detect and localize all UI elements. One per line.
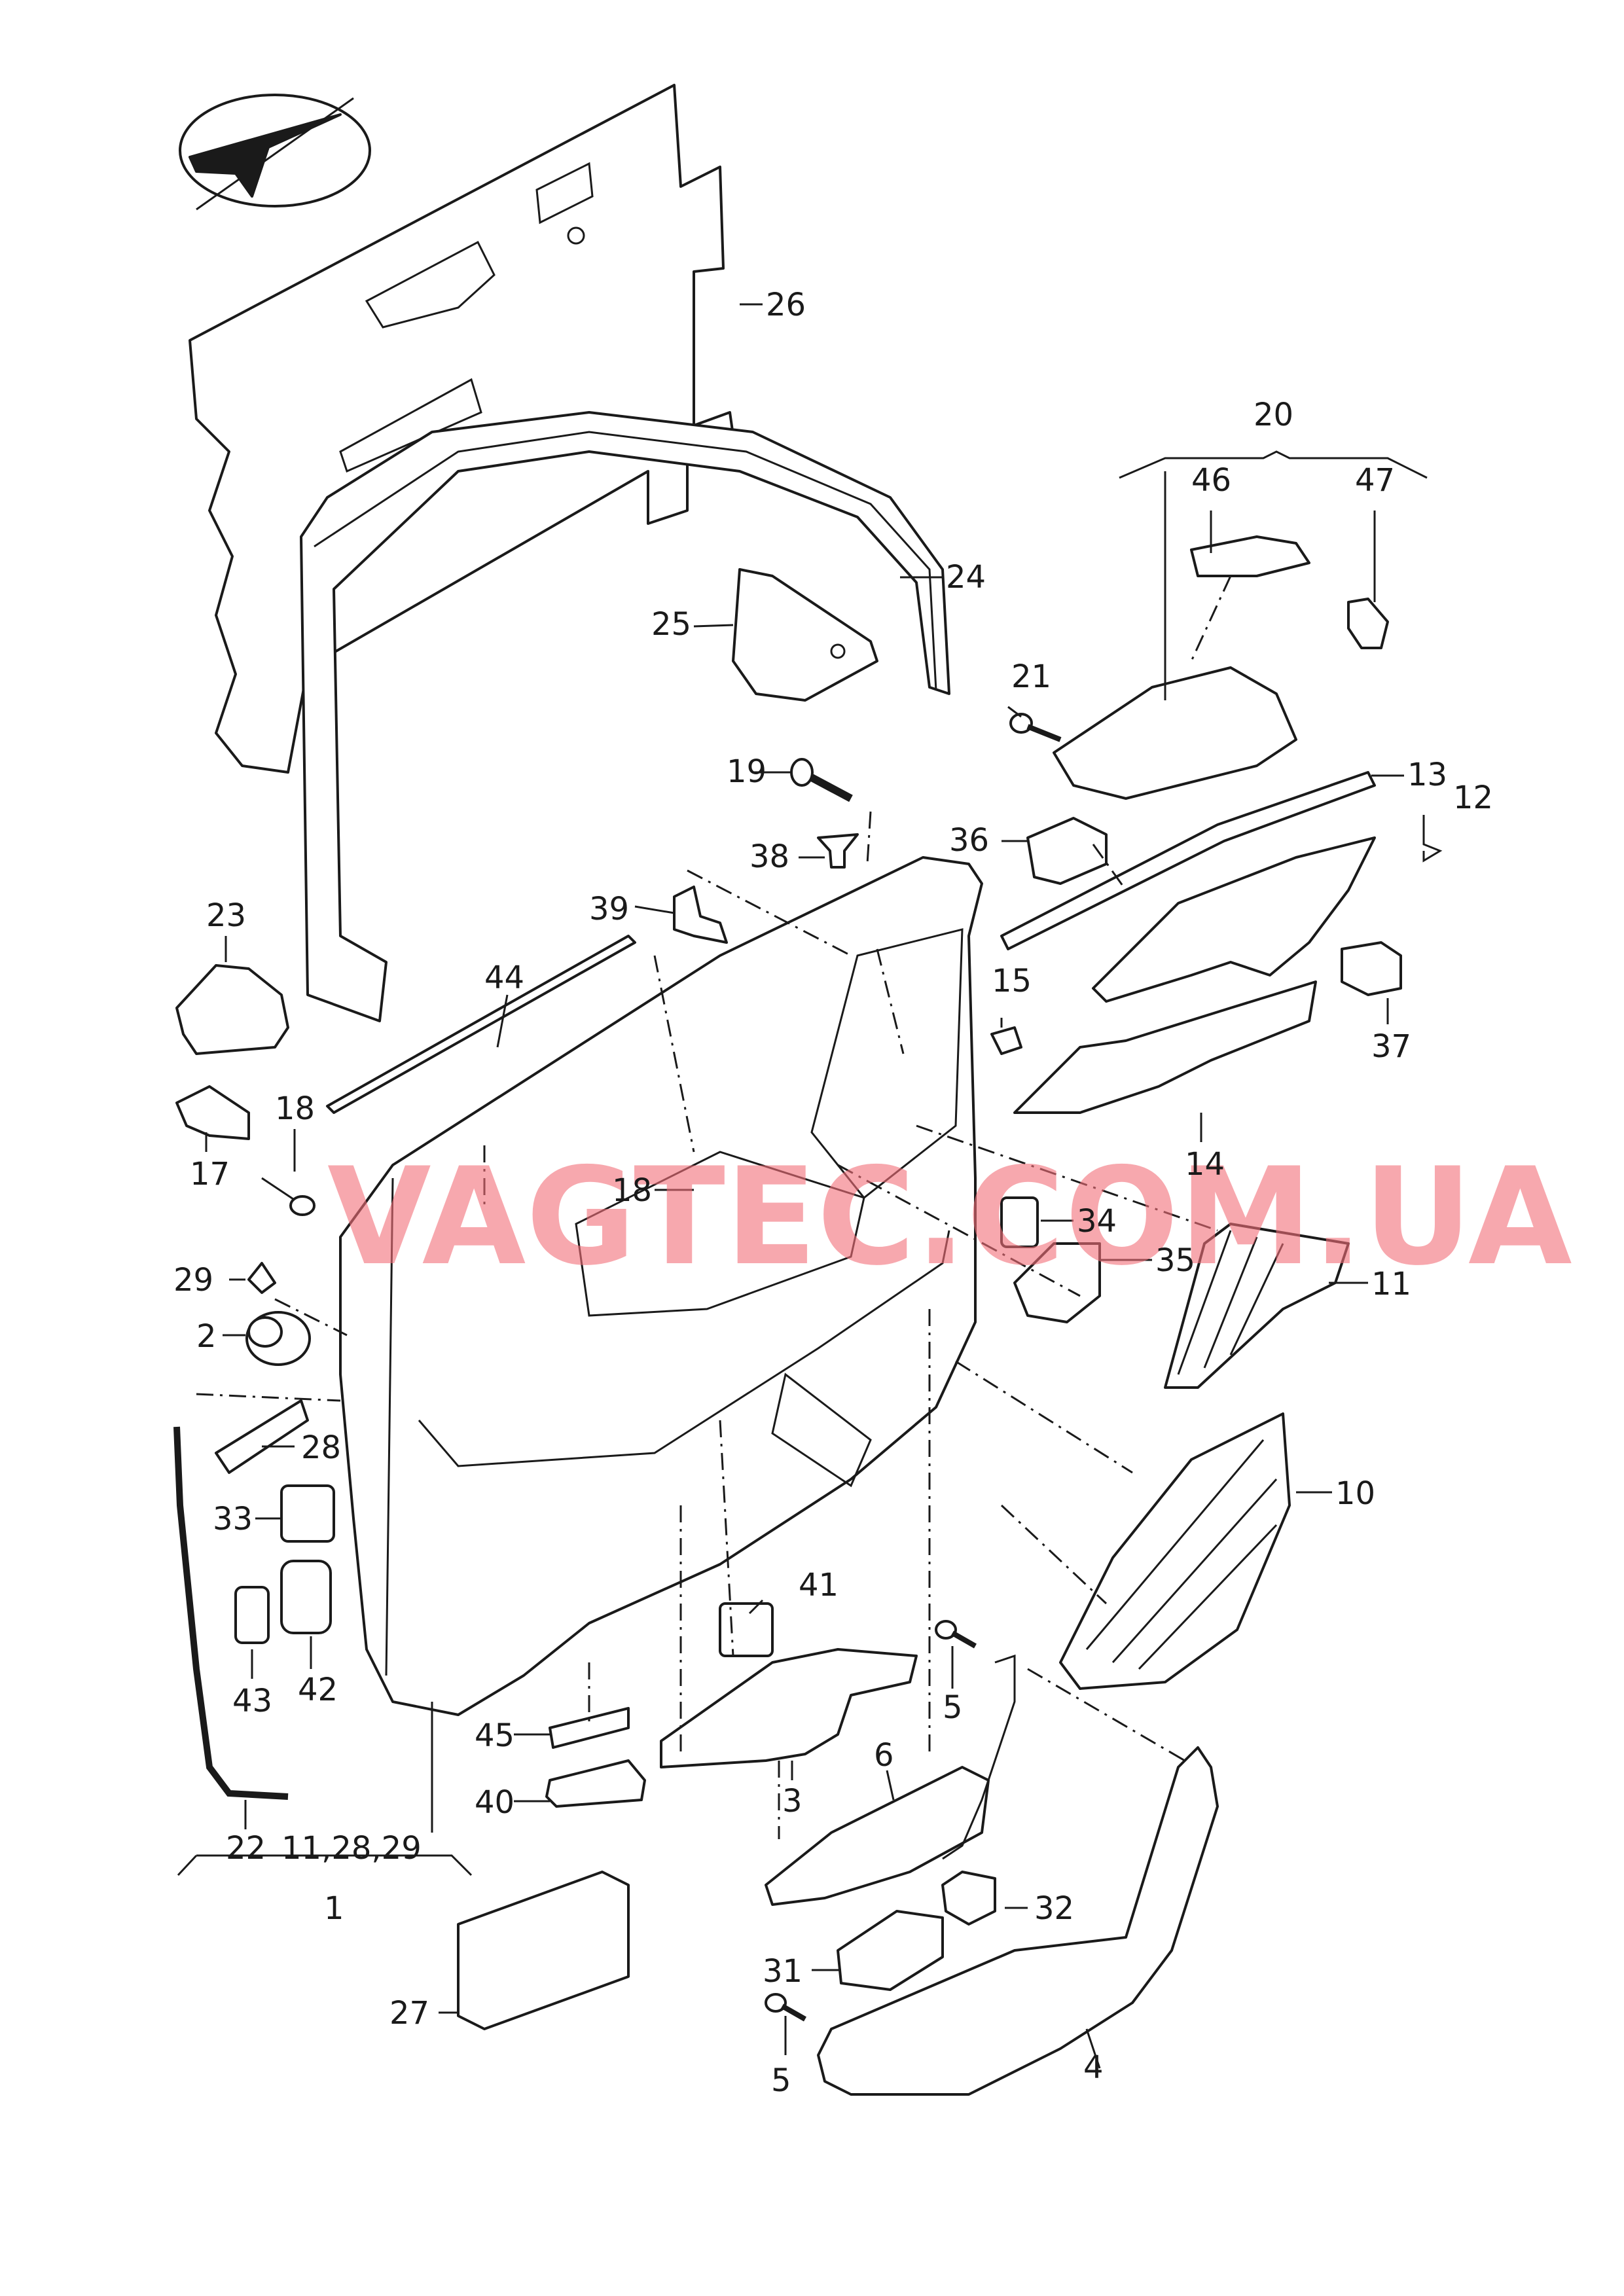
label-35: 35 [1155,1242,1195,1279]
label-22: 22 [226,1830,266,1867]
label-3: 3 [782,1783,803,1820]
part-5-screw-lower [765,1993,806,2022]
part-45-lens [549,1707,630,1749]
label-44: 44 [484,960,524,996]
label-28: 28 [301,1429,341,1466]
watermark: VAGTEC.COM.UA [327,1139,1572,1295]
label-15: 15 [992,963,1032,999]
label-33: 33 [213,1501,253,1537]
label-29: 29 [173,1262,213,1299]
part-2-grommet [245,1311,311,1366]
part-4-armrest [817,1746,1219,2096]
part-23-cover [175,964,289,1055]
part-43-cap [234,1586,270,1644]
label-1: 1 [324,1890,344,1927]
part-34-switch [1000,1196,1039,1248]
label-23: 23 [206,897,246,934]
part-36-switch [1026,817,1108,885]
label-14: 14 [1185,1146,1225,1183]
label-11: 11 [1371,1266,1411,1302]
label-24: 24 [946,559,986,596]
assembly-lines [196,575,1232,1839]
label-20: 20 [1254,397,1293,433]
label-45: 45 [475,1717,514,1754]
part-33-switch [280,1484,335,1543]
part-47-connector [1347,598,1389,649]
label-42: 42 [298,1672,338,1708]
part-35-switch-housing [1013,1242,1101,1323]
label-5-upper: 5 [943,1689,963,1726]
part-39-clip [673,886,728,944]
label-5-lower: 5 [771,2062,791,2099]
label-34: 34 [1077,1203,1117,1240]
label-21: 21 [1011,658,1051,695]
label-19: 19 [727,753,767,790]
part-44-wiring [326,935,636,1114]
part-13-trim-rail [1000,771,1376,950]
label-26: 26 [766,287,806,323]
label-39: 39 [589,891,629,927]
label-41: 41 [799,1567,839,1604]
leader-lines [177,303,1443,2069]
part-6-switch-bezel [765,1766,990,1906]
label-4: 4 [1083,2049,1104,2086]
part-46-handle-cover [1190,535,1310,577]
label-32: 32 [1034,1890,1074,1927]
part-15-clip [990,1026,1022,1055]
part-27-box [457,1871,630,2030]
label-1-group: 11,28,29 [281,1830,422,1867]
part-17-clip [175,1085,250,1140]
part-42-switch [280,1560,332,1634]
part-12-trim-upper [1092,836,1376,1003]
label-2: 2 [196,1318,217,1355]
label-6: 6 [874,1737,894,1774]
orientation-logo [179,94,371,211]
label-47: 47 [1355,462,1395,499]
label-17: 17 [190,1156,230,1193]
label-46: 46 [1191,462,1231,499]
part-labels: 26 20 46 47 24 25 21 13 12 19 36 38 39 2… [173,287,1493,2099]
label-25: 25 [651,606,691,643]
part-38-plug [817,833,859,869]
part-24-frame-seal [300,411,950,1022]
part-14-trim-strip [1013,980,1317,1114]
label-40: 40 [475,1784,514,1821]
label-18-center: 18 [612,1172,652,1209]
part-37-switch [1341,941,1402,996]
part-32-mirror-switch [941,1871,996,1926]
part-4-grab-channel [942,1654,1016,1860]
part-19-bolt [790,758,853,802]
part-20-handle-housing [1053,666,1297,800]
part-31-window-switch [837,1910,944,1991]
label-38: 38 [749,838,789,875]
part-11-grille [1164,1223,1350,1389]
part-10-grille [1059,1412,1291,1690]
label-10: 10 [1335,1475,1375,1512]
label-43: 43 [232,1683,272,1719]
part-5-screw-upper [935,1620,977,1649]
label-36: 36 [949,822,989,859]
part-22-seal-strip [173,1426,289,1800]
part-21-screw [1009,713,1062,742]
label-37: 37 [1371,1028,1411,1065]
label-18-left: 18 [275,1090,315,1127]
part-1-door-trim-panel [339,856,983,1716]
part-28-strip [215,1399,309,1474]
label-12: 12 [1453,780,1493,816]
part-25-bracket [732,568,878,702]
part-29-clip [247,1262,276,1294]
label-31: 31 [763,1953,803,1990]
part-40-lamp [545,1759,646,1808]
label-13: 13 [1407,757,1447,793]
part-41-connector [719,1602,774,1657]
part-3-armrest-tray [660,1648,918,1768]
part-18-screw-left [261,1177,316,1216]
label-27: 27 [389,1995,429,2032]
